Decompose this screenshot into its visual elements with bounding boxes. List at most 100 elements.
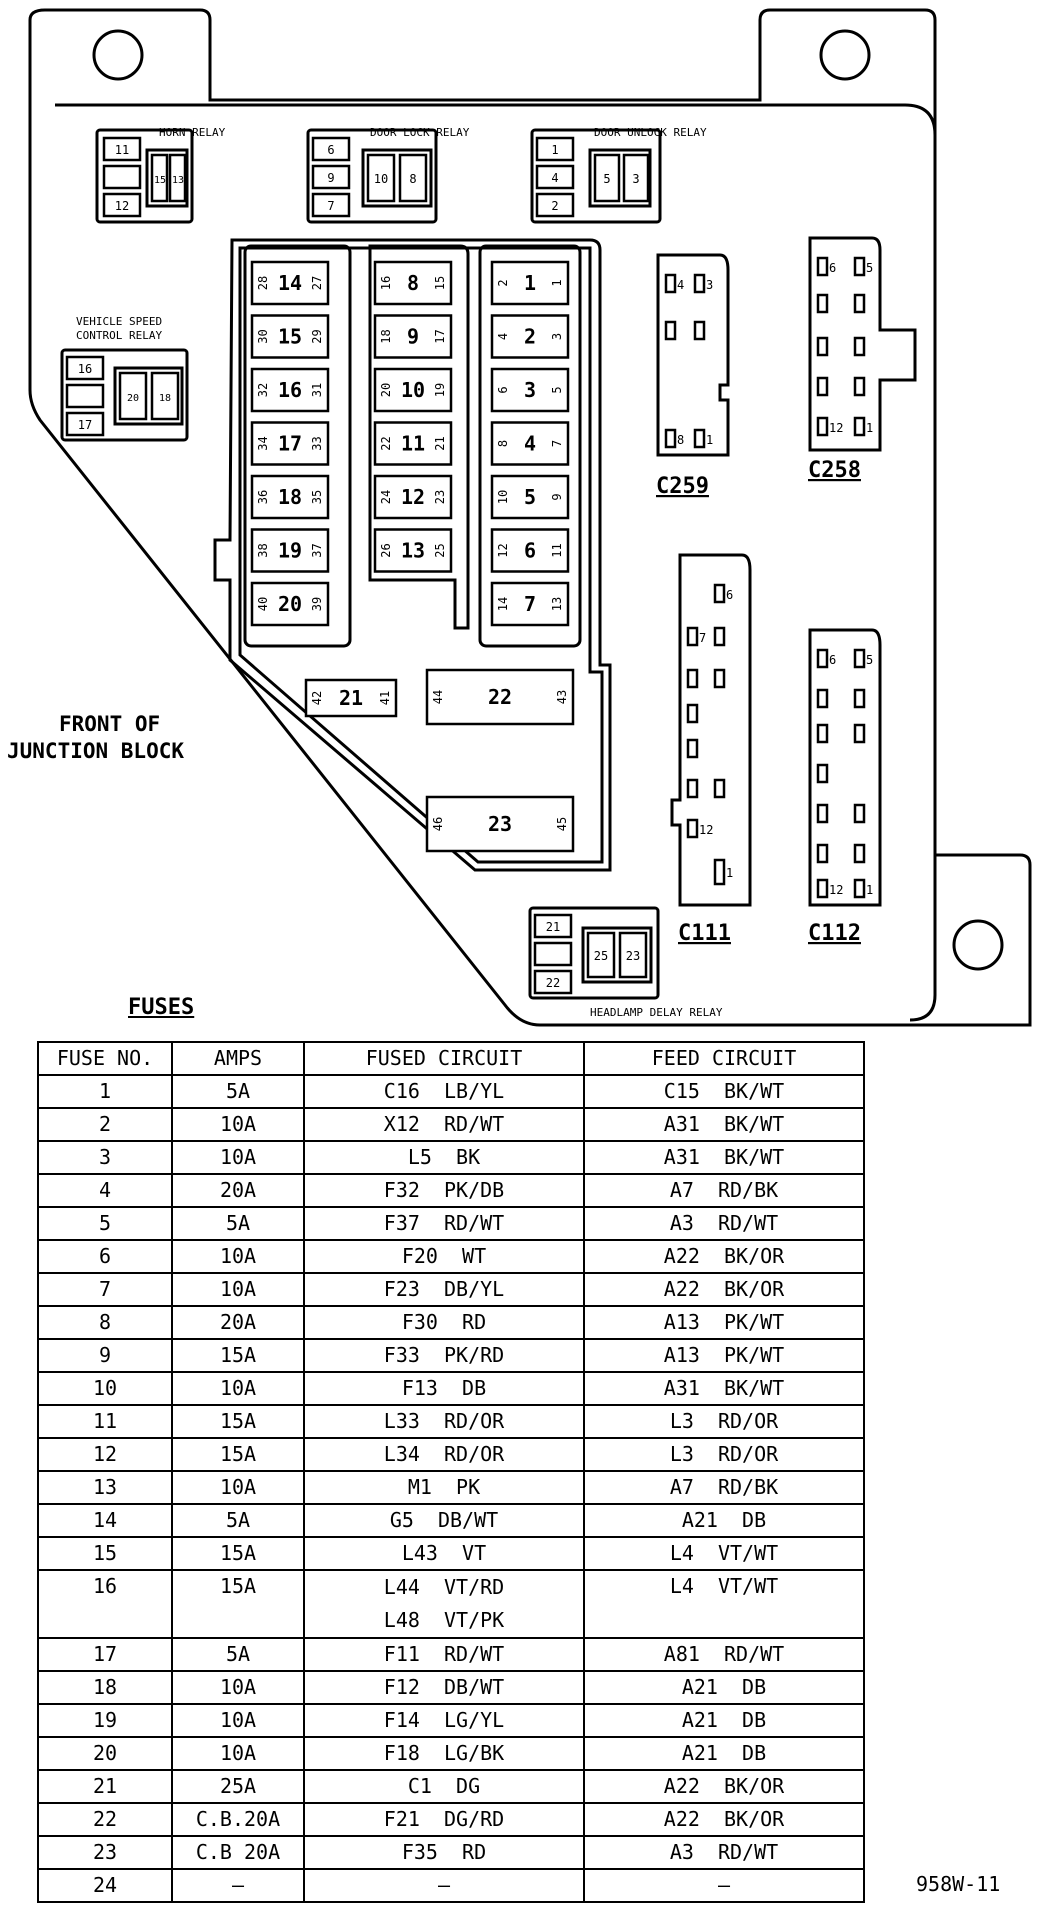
fuse-slot <box>250 528 330 573</box>
fuse-terminal: 11 <box>550 543 564 557</box>
fuse-number: 18 <box>278 485 302 509</box>
connector-pin: 6 <box>829 261 836 275</box>
fuse-slot <box>490 260 570 306</box>
cell-fuse-no: 10 <box>37 1371 173 1406</box>
fuse-slot <box>490 581 570 627</box>
cell-feed-circuit: A21 DB <box>583 1503 865 1538</box>
cell-fused-circuit: F18 LG/BK <box>303 1736 585 1771</box>
fuse-terminal: 35 <box>310 490 324 504</box>
cell-feed-circuit: C15 BK/WT <box>583 1074 865 1109</box>
fuse-number: 9 <box>407 325 419 349</box>
cell-amps: 10A <box>171 1107 305 1142</box>
relay-terminal: 11 <box>115 143 129 157</box>
door-lock-relay-body <box>306 128 438 224</box>
fuse-slot <box>250 367 330 413</box>
fuse-terminal: 27 <box>310 276 324 290</box>
cell-fuse-no: 12 <box>37 1437 173 1472</box>
cell-fused-circuit: F13 DB <box>303 1371 585 1406</box>
fuse-terminal: 31 <box>310 383 324 397</box>
cell-fused-circuit: F23 DB/YL <box>303 1272 585 1307</box>
door-lock-relay-label: DOOR LOCK RELAY <box>370 126 470 139</box>
cell-amps: 10A <box>171 1239 305 1274</box>
relay-terminal: 23 <box>626 949 640 963</box>
fuse-number: 7 <box>524 592 536 616</box>
reference-code: 958W-11 <box>916 1872 1001 1896</box>
cell-feed-circuit: A22 BK/OR <box>583 1802 865 1837</box>
mounting-hole <box>952 919 1004 971</box>
connector-pin: 12 <box>699 823 713 837</box>
fuse-terminal: 10 <box>496 490 510 504</box>
fuse-terminal: 15 <box>433 276 447 290</box>
cell-feed-circuit: L3 RD/OR <box>583 1404 865 1439</box>
cell-feed-circuit: L4 VT/WT <box>583 1569 865 1639</box>
c111-housing <box>670 553 752 907</box>
fuse-terminal: 42 <box>310 691 324 705</box>
column-header-fuse-no: FUSE NO. <box>37 1041 173 1076</box>
fuse-terminal: 33 <box>310 436 324 450</box>
c258-housing <box>808 236 917 452</box>
fuse-terminal: 1 <box>550 279 564 286</box>
fuse-slot <box>250 581 330 627</box>
column-header-amps: AMPS <box>171 1041 305 1076</box>
fuse-terminal: 37 <box>310 543 324 557</box>
fuse-slot <box>490 528 570 573</box>
connector-pin: 1 <box>726 866 733 880</box>
connector-pin: 5 <box>866 261 873 275</box>
fuse-terminal: 23 <box>433 490 447 504</box>
fuse-terminal: 39 <box>310 597 324 611</box>
relay-terminal: 7 <box>327 199 334 213</box>
cell-fuse-no: 3 <box>37 1140 173 1175</box>
fuse-number: 22 <box>488 685 512 709</box>
cell-amps: 10A <box>171 1470 305 1505</box>
fused-circuit-line: L43 VT <box>401 1541 487 1565</box>
fuse-terminal: 18 <box>379 329 393 343</box>
fuse-terminal: 4 <box>496 333 510 340</box>
cell-fuse-no: 22 <box>37 1802 173 1837</box>
fuse-terminal: 24 <box>379 490 393 504</box>
fused-circuit-line: F33 PK/RD <box>383 1343 505 1367</box>
connector-pin: 1 <box>706 433 713 447</box>
fuse-terminal: 19 <box>433 383 447 397</box>
cell-fuse-no: 1 <box>37 1074 173 1109</box>
cell-feed-circuit: A22 BK/OR <box>583 1239 865 1274</box>
cell-fused-circuit: F11 RD/WT <box>303 1637 585 1672</box>
fuse-number: 8 <box>407 271 419 295</box>
cell-amps: 10A <box>171 1140 305 1175</box>
cell-amps: 5A <box>171 1206 305 1241</box>
cell-fuse-no: 7 <box>37 1272 173 1307</box>
relay-terminal: 1 <box>551 143 558 157</box>
cell-feed-circuit: A7 RD/BK <box>583 1470 865 1505</box>
cell-fused-circuit: F21 DG/RD <box>303 1802 585 1837</box>
connector-pin: 12 <box>829 883 843 897</box>
cell-fused-circuit: L43 VT <box>303 1536 585 1571</box>
fuse-terminal: 34 <box>256 436 270 450</box>
relay-terminal: 25 <box>594 949 608 963</box>
cell-fused-circuit: – <box>303 1868 585 1903</box>
fuse-slot <box>304 678 398 718</box>
fuse-terminal: 40 <box>256 597 270 611</box>
connector-pin: 6 <box>726 588 733 602</box>
cell-feed-circuit: A13 PK/WT <box>583 1305 865 1340</box>
fuse-terminal: 36 <box>256 490 270 504</box>
cell-feed-circuit: A21 DB <box>583 1703 865 1738</box>
fused-circuit-line: X12 RD/WT <box>383 1112 505 1136</box>
fuse-terminal: 29 <box>310 329 324 343</box>
relay-terminal: 2 <box>551 199 558 213</box>
fuse-slot <box>425 668 575 726</box>
cell-amps: 5A <box>171 1503 305 1538</box>
fuse-terminal: 44 <box>431 690 445 704</box>
cell-fuse-no: 21 <box>37 1769 173 1804</box>
cell-feed-circuit: A31 BK/WT <box>583 1107 865 1142</box>
fused-circuit-line: F23 DB/YL <box>383 1277 505 1301</box>
cell-feed-circuit: L4 VT/WT <box>583 1536 865 1571</box>
fuse-number: 15 <box>278 325 302 349</box>
column-header-fused-circuit: FUSED CIRCUIT <box>303 1041 585 1076</box>
